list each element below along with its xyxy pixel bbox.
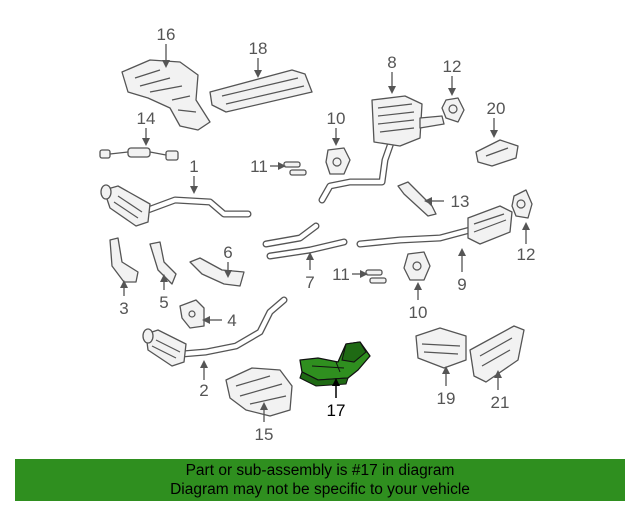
part-5-bracket[interactable] [149, 241, 177, 285]
part-15-heat-shield[interactable] [225, 367, 293, 417]
callout-18: 18 [249, 39, 268, 58]
callout-14: 14 [137, 109, 156, 128]
banner-disclaimer-line: Diagram may not be specific to your vehi… [170, 481, 470, 498]
exhaust-parts-diagram: 16 18 8 12 20 14 10 11 1 13 6 3 5 7 11 9… [99, 25, 535, 444]
callout-labels: 16 18 8 12 20 14 10 11 1 13 6 3 5 7 11 9… [119, 25, 535, 444]
callout-16: 16 [157, 25, 176, 44]
part-9-intermediate-pipe[interactable] [356, 205, 513, 248]
part-13-clamp[interactable] [397, 181, 437, 217]
part-10-isolator-lower[interactable] [403, 251, 431, 281]
banner-part-line: Part or sub-assembly is #17 in diagram [185, 462, 455, 479]
part-12-hanger-upper[interactable] [441, 97, 465, 123]
callout-19: 19 [437, 389, 456, 408]
part-3-bracket[interactable] [109, 237, 139, 283]
callout-20: 20 [487, 99, 506, 118]
callout-7: 7 [305, 273, 314, 292]
callout-17: 17 [327, 401, 346, 420]
part-11-bolts-upper[interactable] [283, 161, 307, 176]
part-20-bracket[interactable] [475, 139, 519, 167]
callout-11-lower: 11 [332, 265, 350, 284]
callout-13: 13 [451, 192, 470, 211]
callout-12-upper: 12 [443, 57, 462, 76]
part-7-crossover-pipe[interactable] [262, 222, 348, 260]
part-19-bracket[interactable] [415, 327, 467, 369]
part-1-front-pipe[interactable] [100, 184, 252, 227]
callout-10-upper: 10 [327, 109, 346, 128]
callout-leaders [120, 44, 530, 422]
part-4-bracket[interactable] [179, 299, 205, 329]
part-6-bracket[interactable] [189, 257, 245, 287]
callout-1: 1 [189, 157, 198, 176]
callout-3: 3 [119, 299, 128, 318]
part-12-hanger-lower[interactable] [511, 189, 533, 219]
callout-15: 15 [255, 425, 274, 444]
part-2-front-pipe[interactable] [142, 296, 288, 367]
callout-4: 4 [227, 311, 236, 330]
callout-6: 6 [223, 243, 232, 262]
callout-9: 9 [457, 275, 466, 294]
part-16-heat-shield[interactable] [121, 59, 211, 131]
part-17-heat-shield[interactable] [299, 341, 371, 387]
callout-12-lower: 12 [517, 245, 536, 264]
part-18-heat-shield[interactable] [209, 69, 313, 113]
part-10-isolator-upper[interactable] [325, 147, 351, 175]
info-banner: Part or sub-assembly is #17 in diagram D… [15, 459, 625, 501]
callout-10-lower: 10 [409, 303, 428, 322]
callout-8: 8 [387, 53, 396, 72]
part-14-oxygen-sensor[interactable] [99, 147, 179, 161]
part-21-heat-shield[interactable] [469, 325, 525, 383]
callout-2: 2 [199, 381, 208, 400]
callout-5: 5 [159, 293, 168, 312]
part-8-muffler[interactable] [318, 95, 445, 204]
callout-21: 21 [491, 393, 510, 412]
part-11-bolts-lower[interactable] [365, 269, 387, 284]
callout-11-upper: 11 [250, 157, 268, 176]
